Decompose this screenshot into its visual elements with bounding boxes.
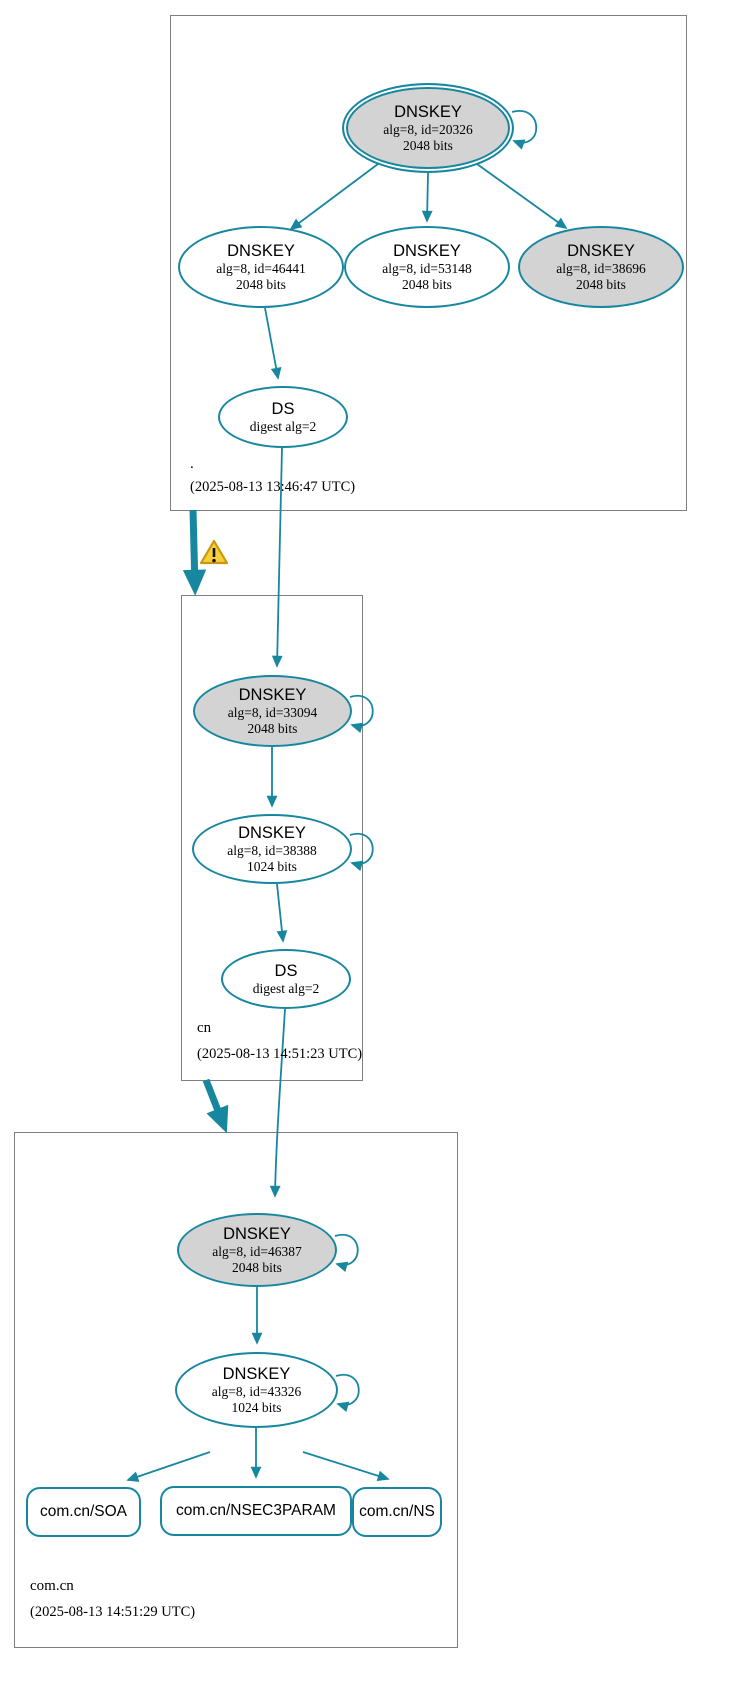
edge-key38388-self-sign <box>349 832 374 871</box>
ds-node-cn[interactable]: DS digest alg=2 <box>221 949 351 1009</box>
dnskey-node-43326[interactable]: DNSKEY alg=8, id=43326 1024 bits <box>175 1352 338 1428</box>
rrset-node-com-cn-soa[interactable]: com.cn/SOA <box>26 1487 141 1537</box>
edge-ksk-to-key53148 <box>421 172 433 223</box>
zone-cluster-cn <box>181 595 363 1081</box>
zone-name-cn: cn <box>197 1020 212 1036</box>
dnskey-node-38696[interactable]: DNSKEY alg=8, id=38696 2048 bits <box>518 226 684 308</box>
node-bits-label: 1024 bits <box>231 1399 282 1415</box>
node-alg-id-label: alg=8, id=20326 <box>383 121 473 137</box>
edge-root-to-cn-delegation <box>182 509 207 596</box>
rrset-label: com.cn/SOA <box>40 1503 127 1520</box>
node-type-label: DNSKEY <box>227 241 295 260</box>
edge-key43326-to-soa <box>126 1451 211 1482</box>
node-type-label: DNSKEY <box>393 241 461 260</box>
node-digest-label: digest alg=2 <box>249 418 317 434</box>
rrset-node-com-cn-ns[interactable]: com.cn/NS <box>352 1487 442 1537</box>
edge-key38388-to-ds <box>276 883 288 943</box>
node-alg-id-label: alg=8, id=46441 <box>216 260 306 276</box>
node-alg-id-label: alg=8, id=38388 <box>227 842 317 858</box>
dnskey-node-20326[interactable]: DNSKEY alg=8, id=20326 2048 bits <box>342 83 514 173</box>
dnskey-node-46441[interactable]: DNSKEY alg=8, id=46441 2048 bits <box>178 226 344 308</box>
edge-key46387-self-sign <box>334 1233 359 1272</box>
zone-cluster-com-cn <box>14 1132 458 1648</box>
edge-root-ds-to-cn-dnskey <box>271 447 283 668</box>
node-alg-id-label: alg=8, id=46387 <box>212 1243 302 1259</box>
node-bits-label: 1024 bits <box>247 858 297 874</box>
rrset-node-com-cn-nsec3param[interactable]: com.cn/NSEC3PARAM <box>160 1486 352 1536</box>
zone-name-root: . <box>190 456 194 472</box>
node-type-label: DNSKEY <box>222 1364 291 1383</box>
edge-key43326-to-ns <box>302 1451 390 1482</box>
node-bits-label: 2048 bits <box>402 276 452 292</box>
node-alg-id-label: alg=8, id=33094 <box>227 704 318 720</box>
warning-icon[interactable] <box>199 539 229 565</box>
edge-key43326-self-sign <box>335 1373 360 1412</box>
node-type-label: DNSKEY <box>567 241 635 260</box>
zone-cluster-root <box>170 15 687 511</box>
dnskey-node-38388[interactable]: DNSKEY alg=8, id=38388 1024 bits <box>192 814 352 884</box>
zone-timestamp-root: (2025-08-13 13:46:47 UTC) <box>190 479 356 495</box>
node-bits-label: 2048 bits <box>403 137 453 153</box>
node-bits-label: 2048 bits <box>236 276 286 292</box>
node-bits-label: 2048 bits <box>247 720 298 736</box>
ds-node-root[interactable]: DS digest alg=2 <box>218 386 348 448</box>
node-type-label: DNSKEY <box>394 102 462 121</box>
node-type-label: DNSKEY <box>223 1224 291 1243</box>
zone-timestamp-cn: (2025-08-13 14:51:23 UTC) <box>197 1046 363 1062</box>
edge-key33094-self-sign <box>349 694 374 733</box>
node-type-label: DS <box>274 961 298 980</box>
node-bits-label: 2048 bits <box>232 1259 282 1275</box>
node-alg-id-label: alg=8, id=53148 <box>382 260 472 276</box>
node-bits-label: 2048 bits <box>576 276 626 292</box>
edge-ksk-to-key38696 <box>476 163 568 230</box>
rrset-label: com.cn/NSEC3PARAM <box>176 1502 336 1519</box>
node-alg-id-label: alg=8, id=38696 <box>556 260 646 276</box>
node-alg-id-label: alg=8, id=43326 <box>211 1383 302 1399</box>
edge-ksk-self-sign <box>511 110 538 150</box>
dnskey-node-46387[interactable]: DNSKEY alg=8, id=46387 2048 bits <box>177 1213 337 1287</box>
node-type-label: DNSKEY <box>238 685 307 704</box>
dnskey-node-33094[interactable]: DNSKEY alg=8, id=33094 2048 bits <box>193 675 352 747</box>
zone-timestamp-com-cn: (2025-08-13 14:51:29 UTC) <box>30 1604 196 1620</box>
edge-cn-to-com-cn-delegation <box>202 1078 229 1134</box>
edge-cn-ds-to-com-cn-dnskey <box>269 1008 286 1198</box>
node-type-label: DS <box>271 399 295 418</box>
edge-key46441-to-ds <box>264 307 282 380</box>
dnskey-node-53148[interactable]: DNSKEY alg=8, id=53148 2048 bits <box>344 226 510 308</box>
node-digest-label: digest alg=2 <box>252 980 320 996</box>
node-type-label: DNSKEY <box>238 823 306 842</box>
rrset-label: com.cn/NS <box>359 1503 435 1520</box>
zone-name-com-cn: com.cn <box>30 1578 74 1594</box>
edge-ksk-to-key46441 <box>289 163 379 231</box>
